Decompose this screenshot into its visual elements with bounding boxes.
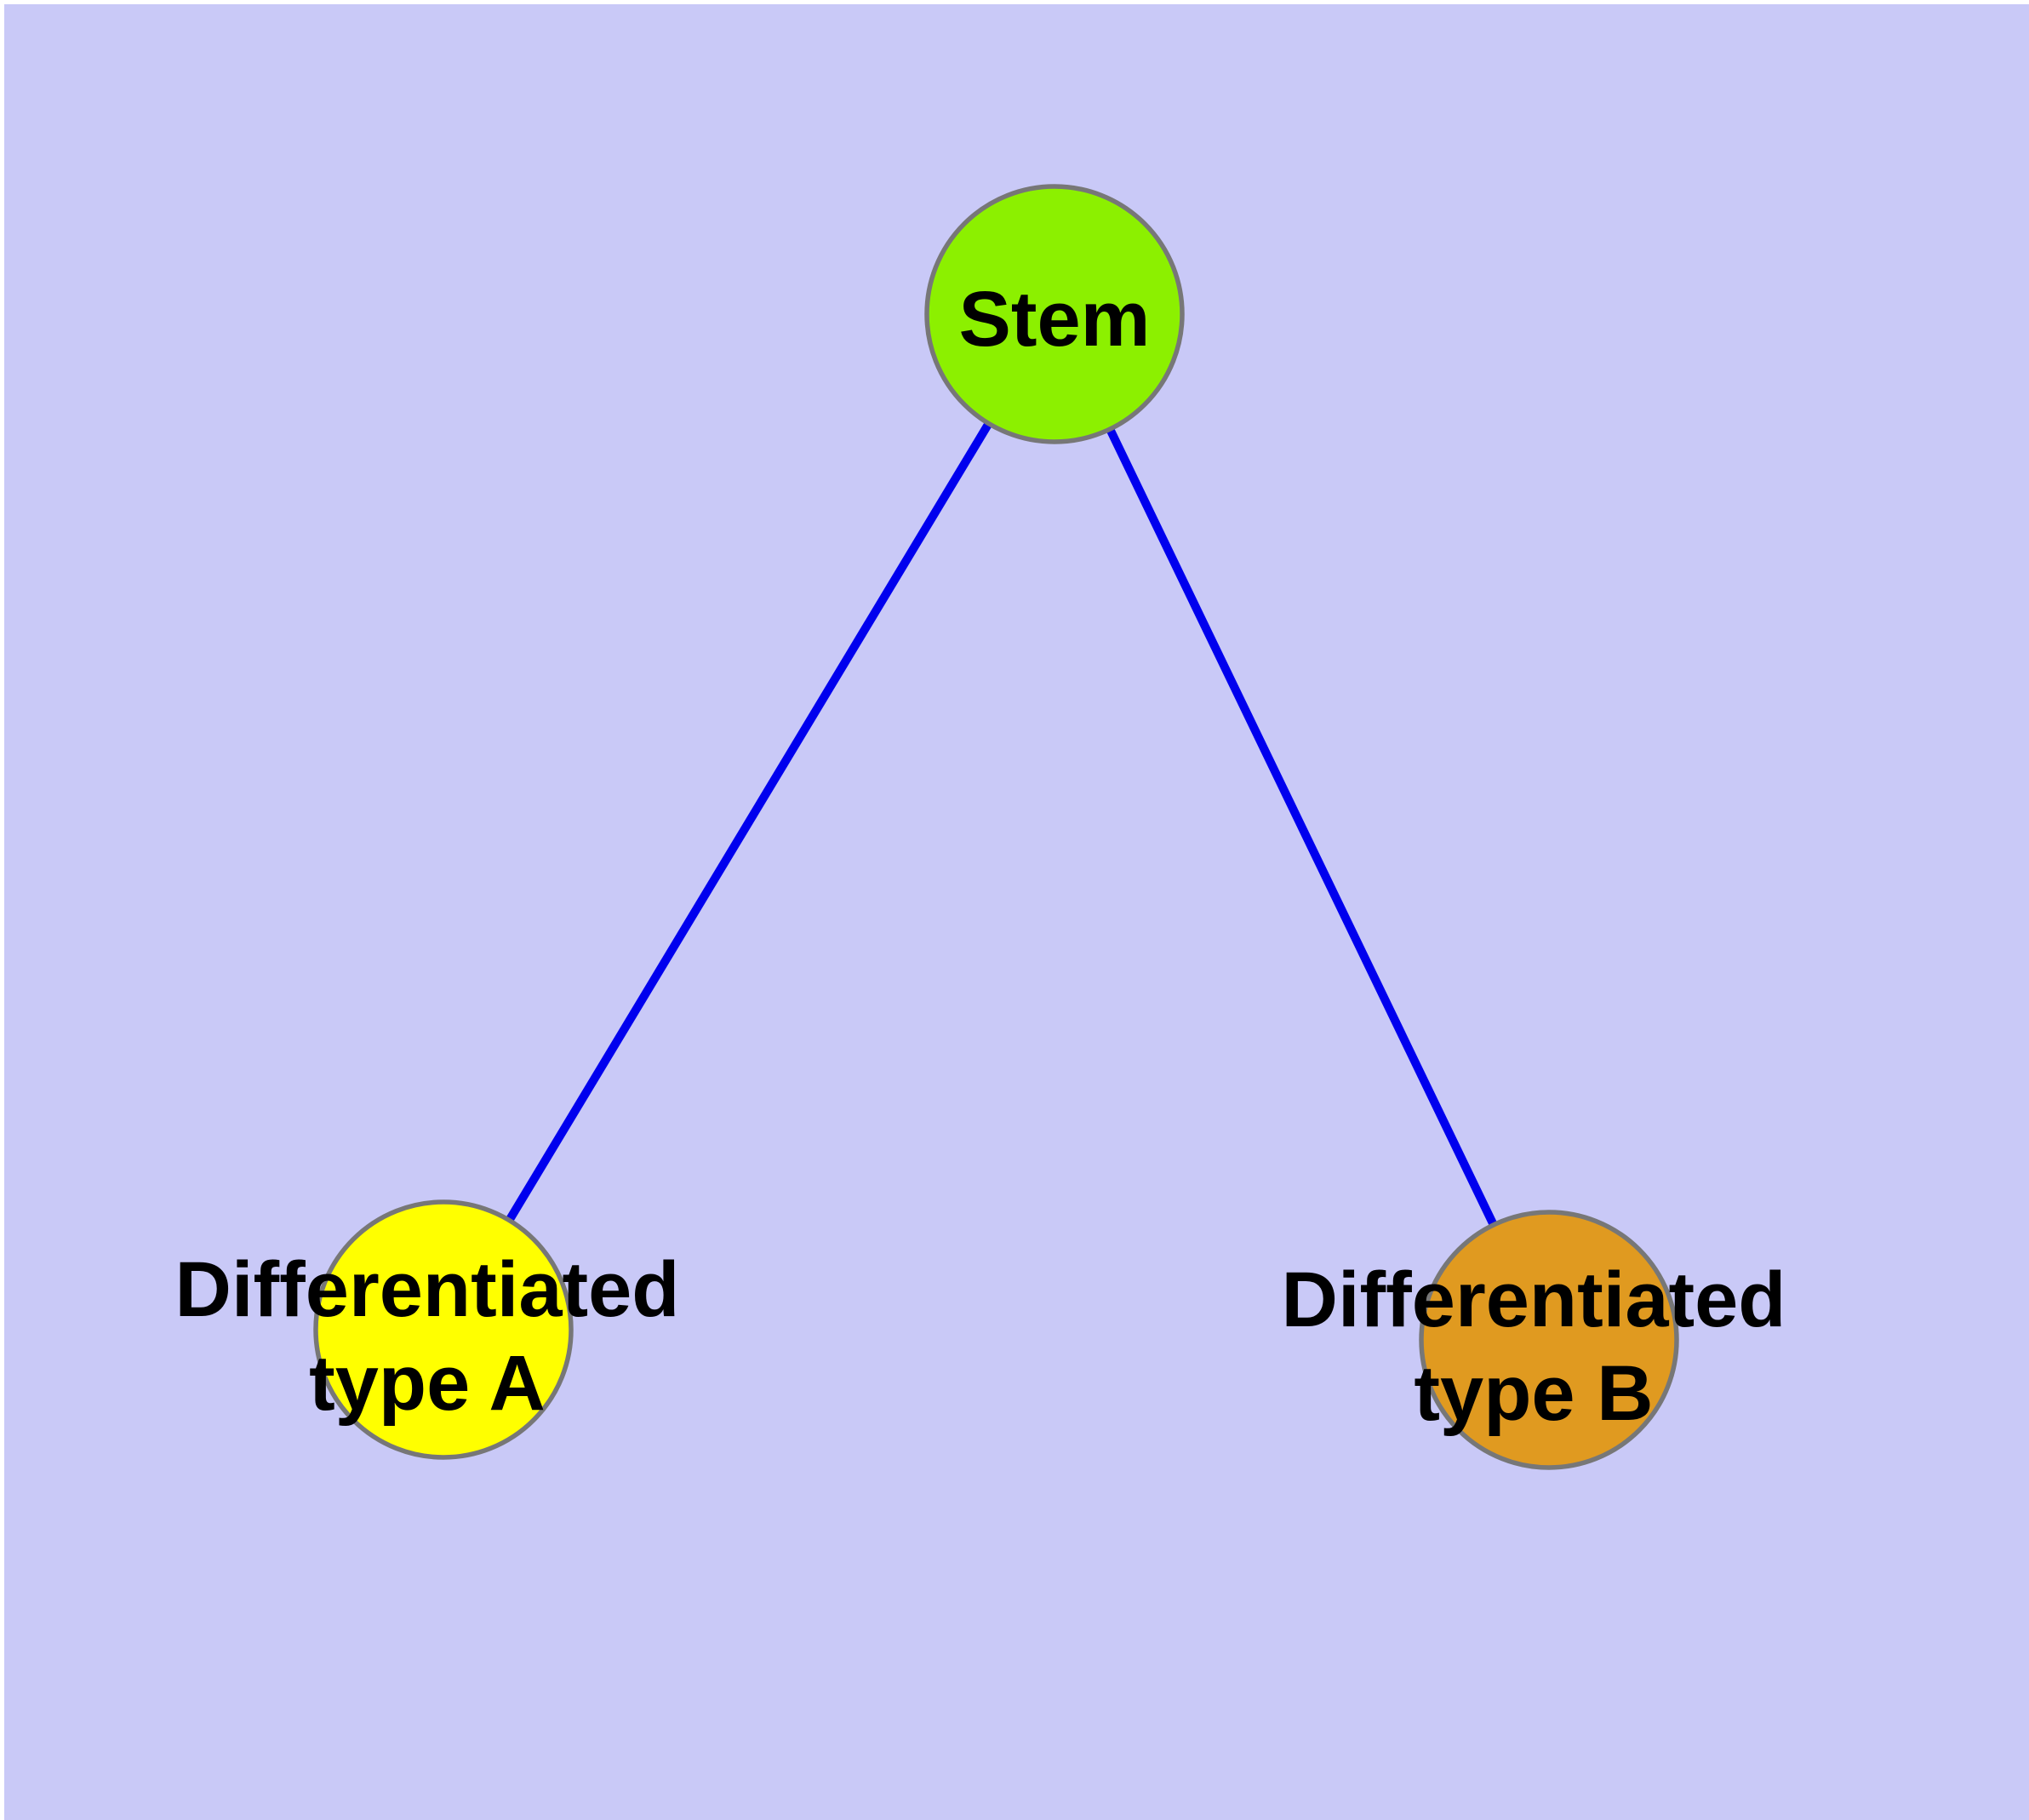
node-type-b-label: Differentiated type B [1282, 1253, 1786, 1440]
node-type-b-circle [1419, 1210, 1679, 1470]
node-type-b-label-line1: Differentiated [1281, 1256, 1786, 1343]
node-type-a-label-line1: Differentiated [174, 1246, 680, 1333]
edge-stem-to-type-b [1050, 312, 1553, 1342]
node-type-a-circle [313, 1199, 574, 1460]
edge-stem-to-type-a [439, 312, 1059, 1332]
node-stem-circle [924, 184, 1185, 444]
node-type-b-label-line2: type B [1414, 1350, 1654, 1437]
node-type-a-label: Differentiated type A [175, 1243, 680, 1430]
node-stem-label: Stem [958, 276, 1151, 363]
node-type-a-label-line2: type A [309, 1340, 546, 1427]
